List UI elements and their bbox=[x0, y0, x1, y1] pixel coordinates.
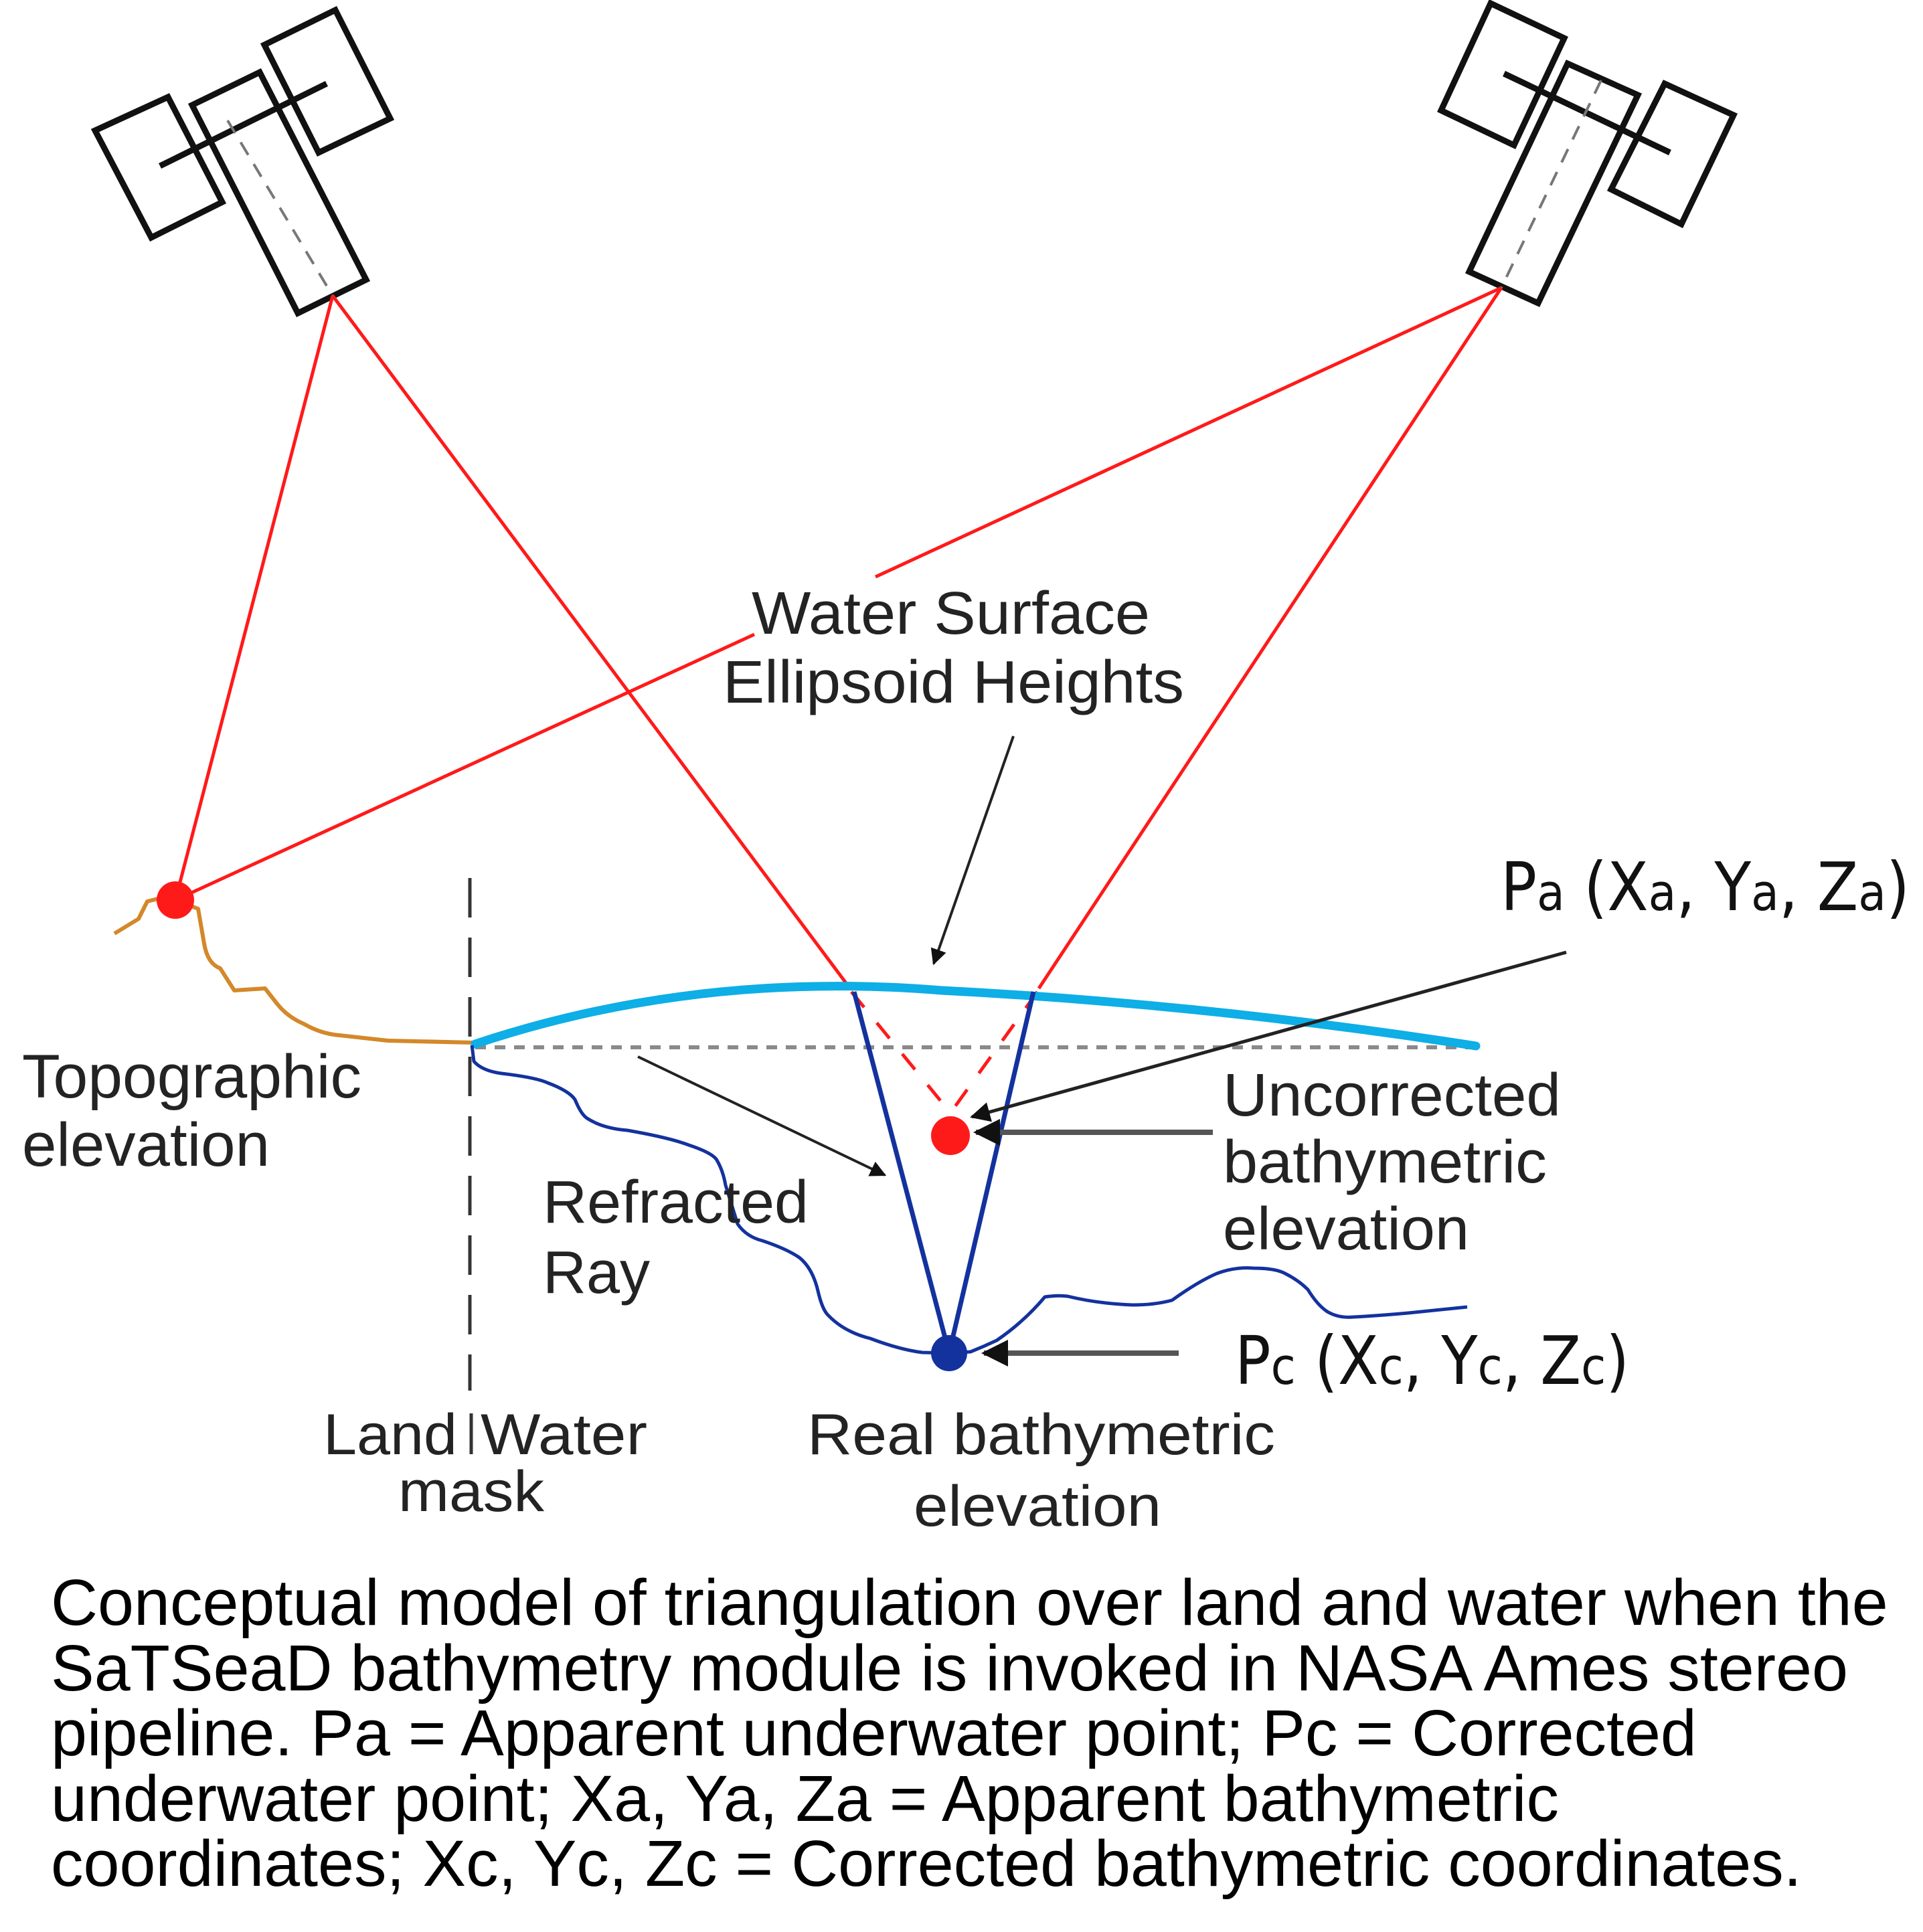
annotation-arrows bbox=[637, 735, 1567, 1367]
real-bathymetric-label-line2: elevation bbox=[914, 1474, 1161, 1539]
apparent-ray-left bbox=[850, 990, 952, 1114]
pc-z: Z bbox=[1540, 1322, 1581, 1400]
pa-sep2: , bbox=[1779, 848, 1817, 926]
right-satellite-body bbox=[1465, 60, 1643, 307]
ray-left-sat-to-topo bbox=[173, 295, 335, 901]
pa-x: X bbox=[1607, 848, 1648, 926]
topographic-label-line2: elevation bbox=[22, 1111, 270, 1179]
left-satellite-body bbox=[187, 68, 371, 317]
water-surface-arrow bbox=[930, 735, 1015, 966]
right-satellite-panel-left bbox=[1437, 0, 1568, 150]
figure-caption: Conceptual model of triangulation over l… bbox=[51, 1570, 1898, 1897]
pa-x-sub: a bbox=[1649, 863, 1677, 922]
pa-sep1: , bbox=[1676, 848, 1714, 926]
left-satellite-panel-right bbox=[260, 6, 395, 157]
left-satellite-crossbar bbox=[159, 80, 328, 169]
ray-left-sat-to-water bbox=[331, 294, 852, 990]
real-bathymetric-label-line1: Real bathymetric bbox=[807, 1403, 1275, 1467]
stereo-rays bbox=[173, 286, 1503, 1114]
pa-p: P bbox=[1501, 848, 1537, 926]
ray-right-sat-to-water bbox=[1037, 286, 1503, 990]
apparent-ray-right bbox=[948, 990, 1039, 1114]
right-satellite-panel-right bbox=[1606, 80, 1738, 229]
water-surface-label-line2: Ellipsoid Heights bbox=[723, 649, 1184, 716]
pc-x-sub: c bbox=[1379, 1336, 1404, 1396]
right-satellite-crossbar bbox=[1503, 70, 1671, 156]
left-satellite-icon bbox=[90, 6, 395, 317]
refracted-ray-right bbox=[946, 991, 1036, 1354]
refracted-rays bbox=[851, 991, 1036, 1354]
water-surface-label-line1: Water Surface bbox=[752, 580, 1150, 647]
mask-label: mask bbox=[398, 1460, 545, 1524]
water-label: Water bbox=[481, 1403, 647, 1467]
pc-coordinates-label: Pc (Xc, Yc, Zc) bbox=[1235, 1322, 1629, 1400]
apparent-underwater-point bbox=[931, 1116, 970, 1155]
diagram-labels: Water Surface Ellipsoid Heights Topograp… bbox=[22, 580, 1910, 1539]
topography-profile bbox=[113, 897, 474, 1045]
pc-y-sub: c bbox=[1478, 1336, 1503, 1396]
pa-z-sub: a bbox=[1858, 863, 1886, 922]
topographic-point bbox=[157, 881, 194, 919]
corrected-underwater-point bbox=[931, 1335, 967, 1371]
right-satellite-axis bbox=[1500, 80, 1602, 288]
pa-open: ( bbox=[1565, 848, 1607, 926]
pc-sep1: , bbox=[1404, 1322, 1442, 1400]
pa-coordinates-label: Pa (Xa, Ya, Za) bbox=[1501, 848, 1910, 926]
pa-y: Y bbox=[1714, 848, 1752, 926]
pa-arrow bbox=[970, 950, 1567, 1122]
refracted-ray-arrow bbox=[637, 1055, 887, 1176]
pc-z-sub: c bbox=[1581, 1336, 1606, 1396]
uncorrected-label-line1: Uncorrected bbox=[1223, 1062, 1561, 1129]
pa-close: ) bbox=[1886, 848, 1910, 926]
pc-sub: c bbox=[1271, 1336, 1296, 1396]
ray-right-sat-to-topo-b bbox=[174, 632, 756, 902]
caption-line: coordinates; Xc, Yc, Zc = Corrected bath… bbox=[51, 1827, 1802, 1900]
pc-y: Y bbox=[1440, 1322, 1478, 1400]
bathymetry-profile bbox=[470, 1045, 1468, 1355]
uncorrected-label-line2: bathymetric bbox=[1223, 1129, 1547, 1196]
pc-x: X bbox=[1338, 1322, 1379, 1400]
pc-p: P bbox=[1235, 1322, 1271, 1400]
pa-y-sub: a bbox=[1751, 863, 1779, 922]
pc-open: ( bbox=[1296, 1322, 1338, 1400]
left-satellite-panel-left bbox=[90, 93, 227, 242]
pa-z: Z bbox=[1817, 848, 1858, 926]
pc-close: ) bbox=[1606, 1322, 1629, 1400]
land-label: Land bbox=[323, 1403, 457, 1467]
pc-sep2: , bbox=[1503, 1322, 1541, 1400]
water-surface-curve bbox=[471, 982, 1481, 1051]
ray-right-sat-to-topo-a bbox=[874, 286, 1503, 579]
caption-line: Conceptual model of triangulation over l… bbox=[51, 1566, 1888, 1639]
left-satellite-axis bbox=[226, 119, 334, 297]
caption-line: pipeline. Pa = Apparent underwater point… bbox=[51, 1696, 1697, 1769]
refracted-ray-left bbox=[851, 991, 952, 1354]
pa-sub: a bbox=[1537, 863, 1565, 922]
caption-line: SaTSeaD bathymetry module is invoked in … bbox=[51, 1631, 1848, 1704]
topographic-label-line1: Topographic bbox=[22, 1043, 361, 1111]
caption-line: underwater point; Xa, Ya, Za = Apparent … bbox=[51, 1761, 1559, 1835]
refracted-ray-label-line1: Refracted bbox=[543, 1169, 809, 1236]
right-satellite-icon bbox=[1437, 0, 1738, 307]
uncorrected-label-line3: elevation bbox=[1223, 1196, 1469, 1263]
refracted-ray-label-line2: Ray bbox=[543, 1239, 650, 1306]
